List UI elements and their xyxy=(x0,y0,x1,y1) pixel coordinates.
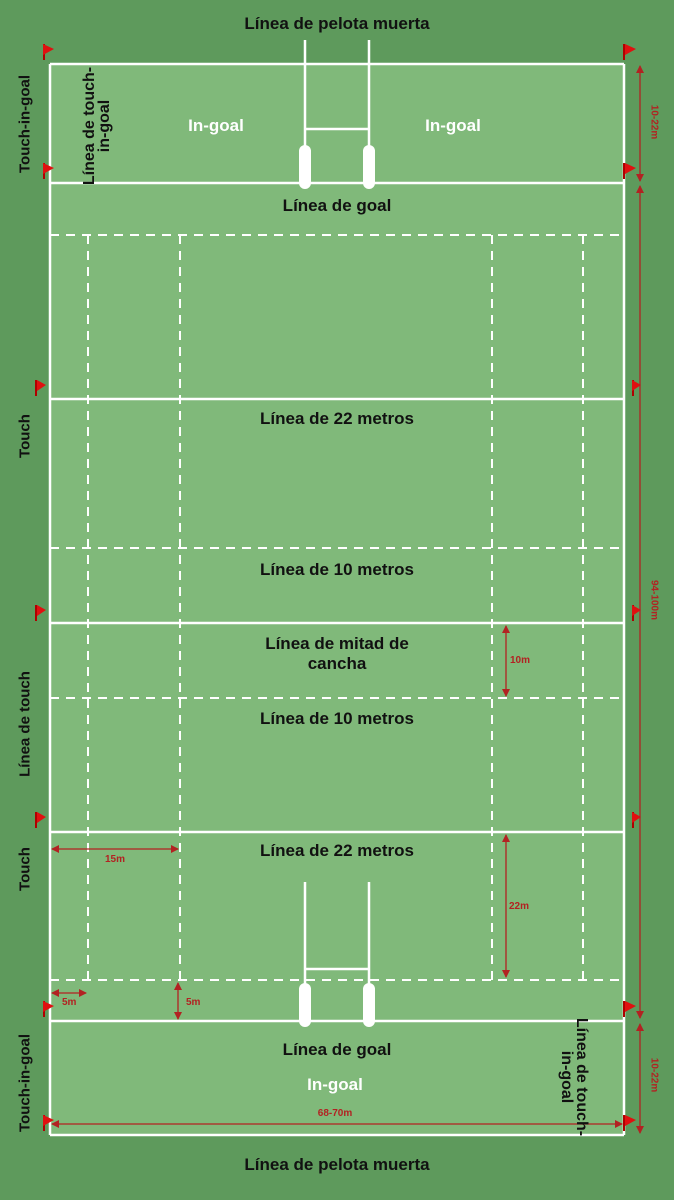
flag-icon xyxy=(43,44,54,60)
flag-icon xyxy=(35,605,46,621)
in-goal-label-top-right: In-goal xyxy=(425,116,481,135)
field-length-label: 94-100m xyxy=(648,579,660,621)
halfway-to-10-label: 10m xyxy=(510,655,531,666)
five-metre-label-horizontal: 5m xyxy=(62,997,77,1008)
flag-icon xyxy=(35,380,46,396)
flag-icon xyxy=(623,163,636,179)
in-goal-depth-label-top: 10-22m xyxy=(648,104,660,140)
flag-icon xyxy=(35,812,46,828)
goal-posts-top xyxy=(299,40,375,189)
touch-line-label: Línea de touch xyxy=(16,671,34,777)
touch-label-bottom: Touch xyxy=(16,847,34,891)
flag-icon xyxy=(623,1115,636,1131)
touch-in-goal-label-bottom: Touch-in-goal xyxy=(16,1033,34,1133)
fifteen-metre-label: 15m xyxy=(105,854,126,865)
in-goal-depth-label-bottom: 10-22m xyxy=(648,1057,660,1093)
goal-posts-bottom xyxy=(299,882,375,1027)
five-metre-label-vertical: 5m xyxy=(186,997,201,1008)
flag-icon xyxy=(43,163,54,179)
in-goal-label-bottom: In-goal xyxy=(307,1075,363,1094)
line-22-label-top: Línea de 22 metros xyxy=(259,409,415,428)
width-label: 68-70m xyxy=(317,1108,353,1119)
in-goal-label-top-left: In-goal xyxy=(188,116,244,135)
dead-ball-line-label-top: Línea de pelota muerta xyxy=(244,14,430,33)
halfway-line-label: Línea de mitad de cancha xyxy=(265,634,409,673)
flag-icon xyxy=(623,1001,636,1017)
line-10-label-top: Línea de 10 metros xyxy=(259,560,415,579)
touch-in-goal-line-label-bottom: Línea de touch-in-goal xyxy=(558,1017,590,1137)
flag-icon xyxy=(623,44,636,60)
touch-in-goal-line-label-top: Línea de touch-in-goal xyxy=(81,66,113,186)
playing-area xyxy=(50,64,624,1135)
line-22-label-bottom: Línea de 22 metros xyxy=(259,841,415,860)
touch-label-top: Touch xyxy=(16,414,34,458)
goal-line-label-top: Línea de goal xyxy=(282,196,392,215)
touch-in-goal-label-top: Touch-in-goal xyxy=(16,74,34,174)
line-10-label-bottom: Línea de 10 metros xyxy=(259,709,415,728)
flag-icon xyxy=(43,1115,54,1131)
flag-icon xyxy=(43,1001,54,1017)
dead-ball-line-label-bottom: Línea de pelota muerta xyxy=(244,1155,430,1174)
goal-line-label-bottom: Línea de goal xyxy=(282,1040,392,1059)
twenty-two-metre-label: 22m xyxy=(509,901,530,912)
